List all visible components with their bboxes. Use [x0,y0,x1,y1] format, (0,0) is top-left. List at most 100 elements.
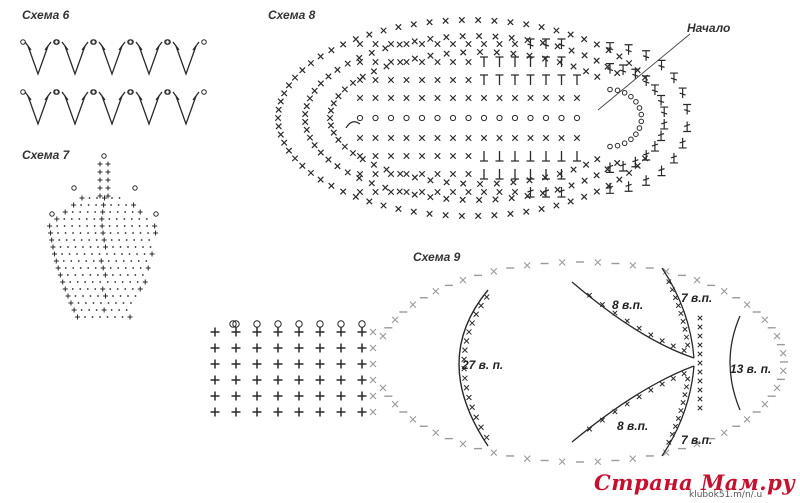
single-crochet-symbol [330,100,337,107]
plus-stitch-symbol [68,300,74,306]
shell-fan-symbol [101,95,123,126]
stitch-dot [134,274,137,276]
single-crochet-symbol [524,36,531,44]
single-crochet-symbol [443,50,450,57]
single-crochet-symbol [523,21,530,28]
stitch-dot [88,309,91,311]
single-crochet-symbol [697,378,703,384]
stitch-dot [107,302,110,304]
chain-stitch-symbol [128,39,134,45]
shell-fan-symbol [138,95,160,126]
plus-stitch-symbol [210,407,220,417]
single-crochet-symbol [670,375,676,382]
single-crochet-symbol [773,332,781,340]
stitch-dot [62,260,65,262]
stitch-dot [80,204,82,206]
half-double-crochet-symbol [526,151,535,162]
shell-fan-symbol [138,45,160,76]
stitch-dot [125,309,128,311]
single-crochet-symbol [339,41,347,48]
single-crochet-symbol [369,392,377,400]
half-double-crochet-symbol [526,74,535,85]
plus-stitch-symbol [105,193,111,199]
single-crochet-symbol [779,349,787,357]
single-crochet-symbol [683,334,690,340]
plus-stitch-symbol [101,237,107,243]
stitch-dot [110,239,113,241]
chain-stitch-symbol [101,153,107,159]
stitch-dot [94,267,97,269]
plus-stitch-symbol [231,327,241,337]
plus-stitch-symbol [252,343,262,353]
stitch-dot [109,211,112,213]
stitch-dot [121,281,124,283]
stitch-dot [112,246,114,248]
plus-stitch-symbol [103,244,109,250]
chain-stitch-symbol [465,114,472,122]
single-crochet-symbol [302,118,309,126]
half-double-crochet-symbol [495,151,504,162]
single-crochet-symbol [465,170,472,178]
single-crochet-symbol [582,68,590,75]
chain-stitch-symbol [232,320,240,328]
stitch-dot [85,302,87,304]
stitch-dot [99,281,102,283]
scheme-6-title: Схема 6 [22,8,70,22]
stitch-dot [72,232,74,234]
half-double-crochet-symbol [542,151,550,162]
single-crochet-symbol [326,114,334,122]
plus-stitch-symbol [231,391,241,401]
stitch-dot [116,288,119,290]
stitch-dot [64,267,67,269]
stitch-dot [130,302,132,304]
single-crochet-symbol [432,287,440,295]
double-crochet-symbol [606,162,614,173]
stitch-dot [63,225,66,227]
single-crochet-symbol [581,177,588,184]
single-crochet-symbol [558,134,565,142]
single-crochet-symbol [693,276,701,284]
single-crochet-symbol [761,400,769,408]
single-crochet-symbol [508,194,515,202]
plus-stitch-symbol [52,251,58,257]
single-crochet-symbol [387,170,395,178]
single-crochet-symbol [720,429,728,437]
stitch-dot [97,295,99,297]
single-crochet-symbol [285,147,293,154]
single-crochet-symbol [594,155,601,163]
stitch-dot [98,253,101,255]
plus-stitch-symbol [105,177,111,183]
single-crochet-symbol [743,415,751,423]
plus-stitch-symbol [315,343,325,353]
single-crochet-symbol [558,94,565,102]
single-crochet-symbol [396,41,403,48]
chain-stitch-symbol [253,320,261,328]
single-crochet-symbol [410,21,417,28]
petal-chain-arc [571,281,695,359]
shell-fan-symbol [64,45,86,76]
single-crochet-symbol [480,188,488,196]
stitch-dot [72,267,75,269]
single-crochet-symbol [366,31,373,38]
stitch-dot [138,218,141,220]
stitch-dot [79,232,82,234]
single-crochet-symbol [648,387,654,393]
stitch-dot [91,253,93,255]
half-double-crochet-symbol [495,74,504,85]
stitch-dot [85,218,88,220]
single-crochet-symbol [380,27,387,34]
single-crochet-symbol [680,318,686,324]
stitch-dot [118,309,121,311]
single-crochet-symbol [496,134,503,142]
plus-stitch-symbol [252,375,262,385]
single-crochet-symbol [511,40,519,48]
single-crochet-symbol [459,33,466,40]
plus-stitch-symbol [294,375,304,385]
stitch-dot [69,281,72,283]
chain-stitch-symbol [542,114,550,122]
single-crochet-symbol [483,294,490,300]
single-crochet-symbol [356,58,364,66]
single-crochet-symbol [507,210,514,217]
single-crochet-symbol [274,114,282,122]
stitch-dot [125,204,127,206]
